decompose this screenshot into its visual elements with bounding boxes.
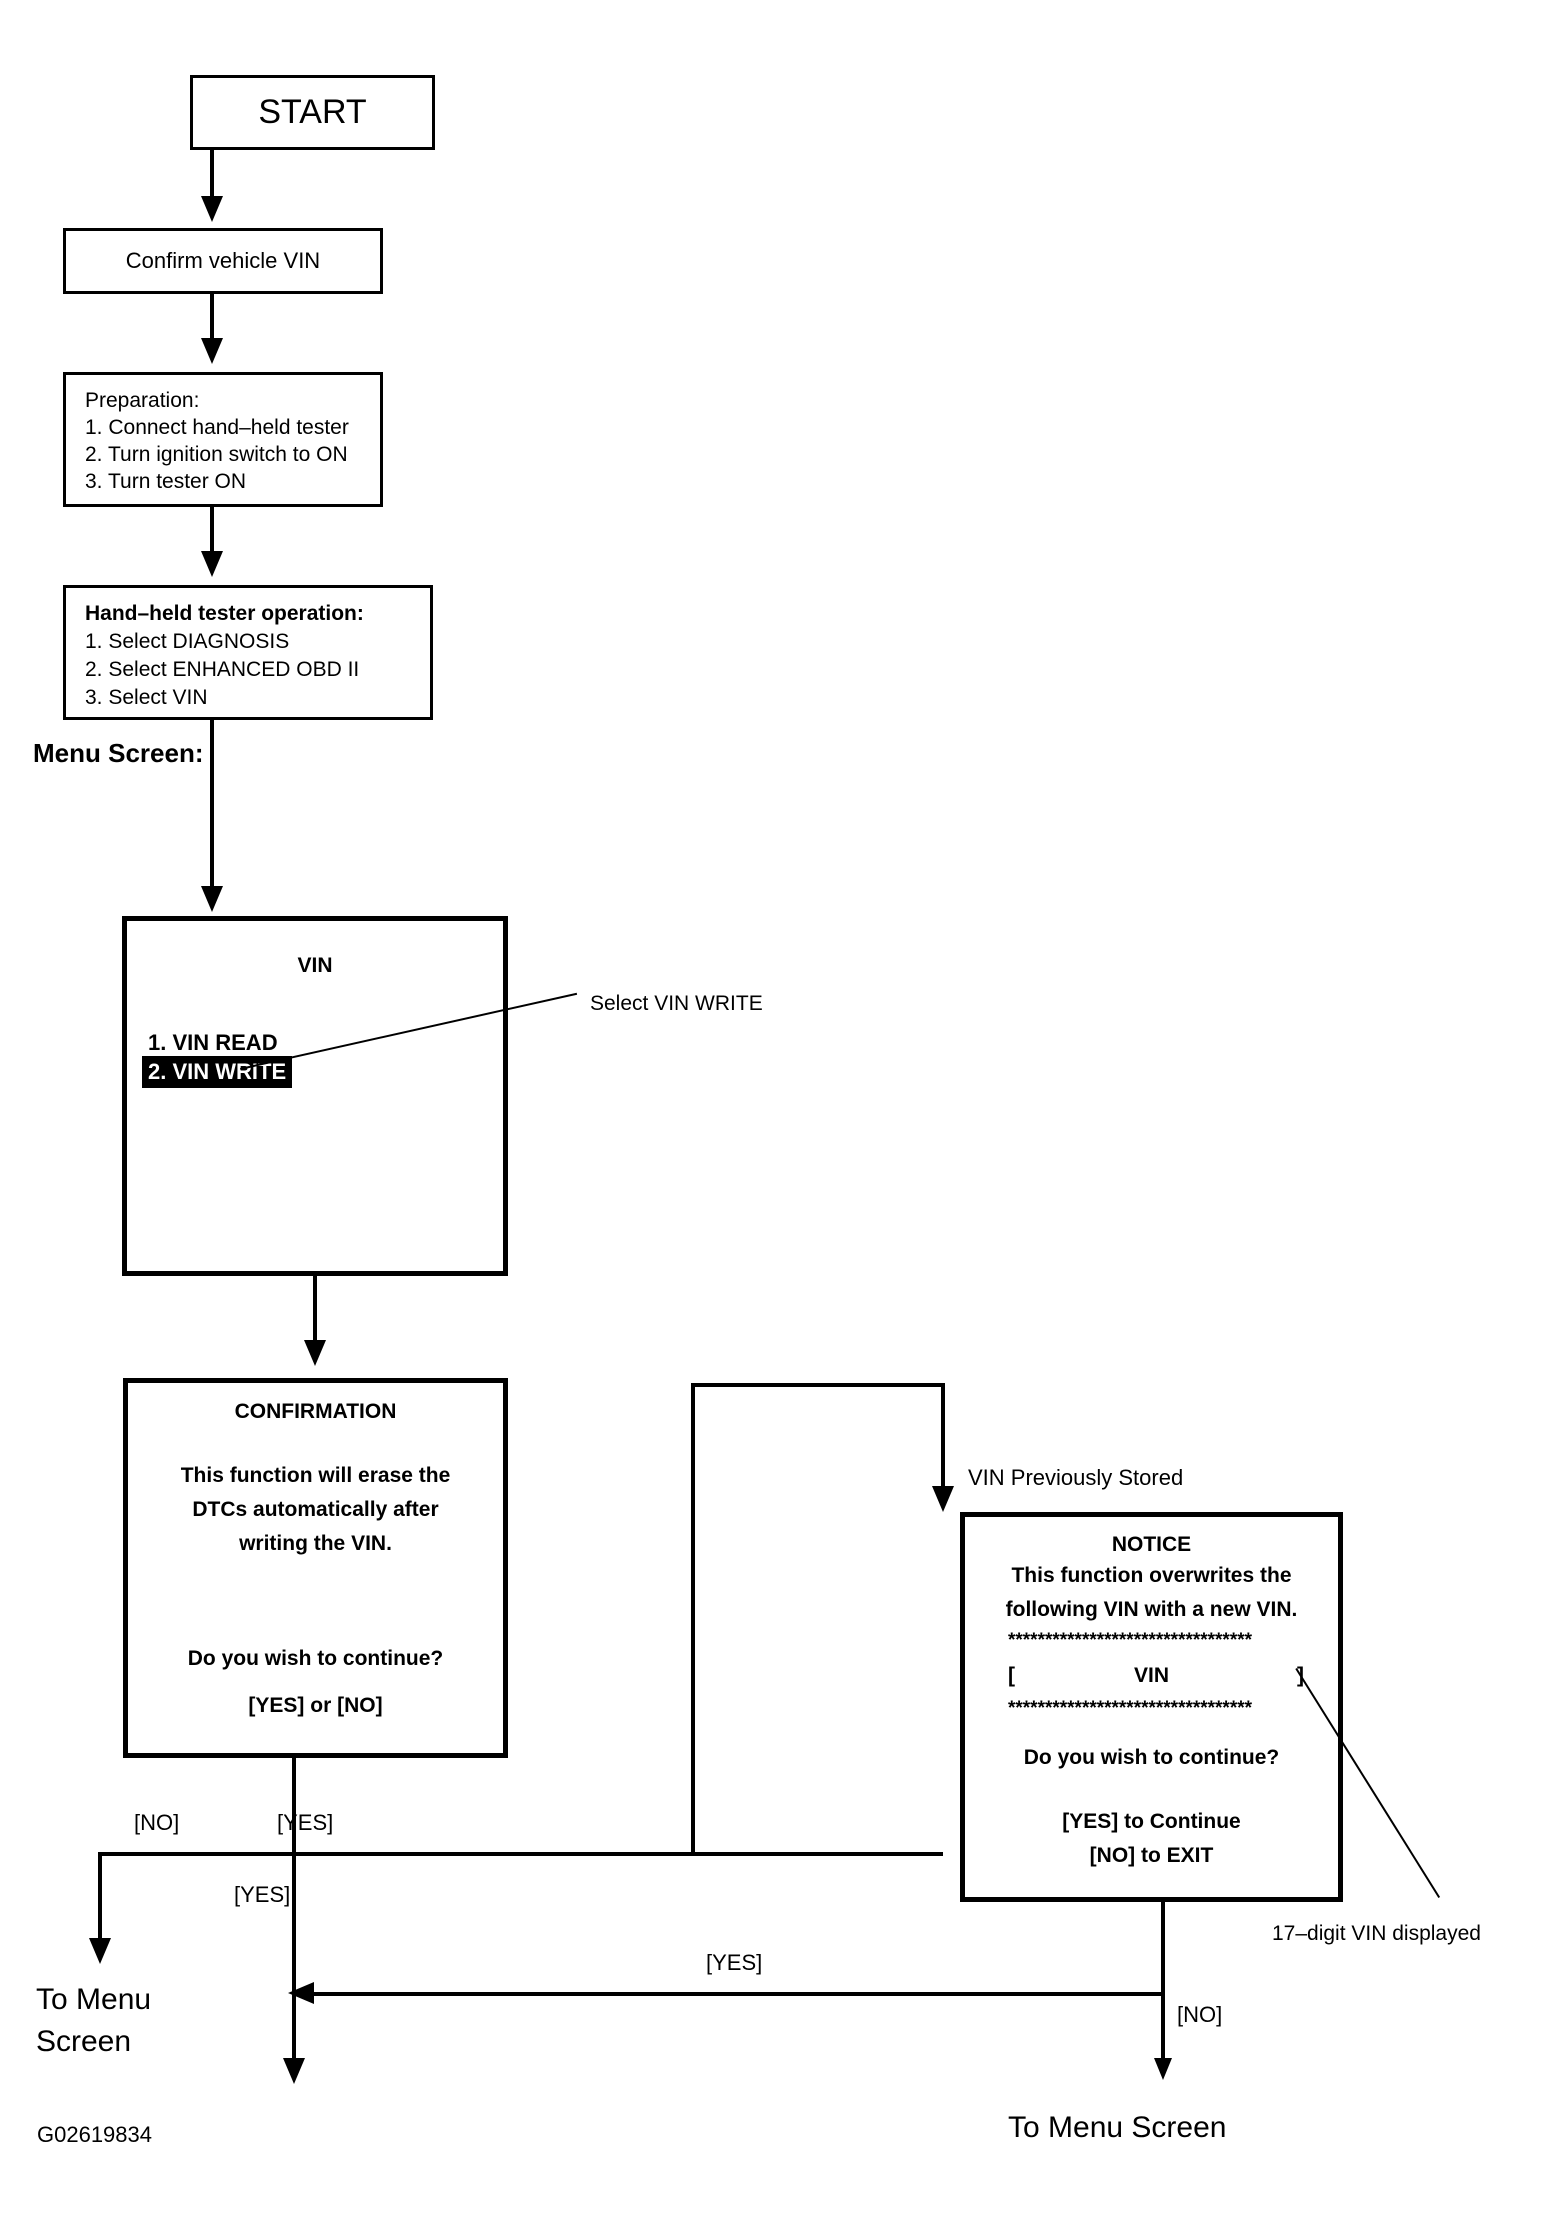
- confirmation-answer-hint: [YES] or [NO]: [248, 1694, 383, 1717]
- notice-option-1: [YES] to Continue: [1062, 1810, 1241, 1833]
- edge-preparation-to-tester: [210, 507, 214, 555]
- edge-yes-return-bar: [292, 1992, 1164, 1996]
- vin-menu-item-2[interactable]: 2. VIN WRITE: [142, 1056, 293, 1089]
- arrowhead-start-to-confirm: [201, 196, 223, 222]
- arrowhead-no-to-menu-screen: [89, 1938, 111, 1964]
- edge-label-yes-return: [YES]: [706, 1950, 763, 1975]
- notice-line-1: This function overwrites the: [1011, 1564, 1292, 1587]
- confirmation-line-2: DTCs automatically after: [192, 1498, 439, 1521]
- notice-line-2: following VIN with a new VIN.: [1005, 1598, 1298, 1621]
- arrowhead-preparation-to-tester: [201, 551, 223, 577]
- figure-id: G02619834: [37, 2122, 152, 2147]
- node-notice-screen: [960, 1512, 1343, 1902]
- node-preparation-step-1: 1. Connect hand–held tester: [85, 416, 349, 439]
- edge-label-no-left: [NO]: [134, 1810, 180, 1835]
- terminal-to-menu-screen-right: To Menu Screen: [1008, 2111, 1227, 2144]
- node-start: [190, 75, 435, 150]
- edge-no-to-menu-screen: [98, 1852, 102, 1942]
- node-start-label: START: [258, 93, 367, 131]
- node-preparation-step-2: 2. Turn ignition switch to ON: [85, 443, 348, 466]
- edge-label-yes-right: [YES]: [277, 1810, 334, 1835]
- notice-title: NOTICE: [1111, 1533, 1192, 1556]
- node-preparation: [63, 372, 383, 507]
- arrowhead-yes-right-to-notice: [932, 1486, 954, 1512]
- arrowhead-no-exit: [1154, 2058, 1172, 2080]
- node-preparation-heading: Preparation:: [85, 389, 200, 412]
- edge-yes-right-riser: [691, 1383, 695, 1855]
- arrowhead-yes-down-final: [283, 2058, 305, 2084]
- notice-question: Do you wish to continue?: [1023, 1746, 1280, 1769]
- arrowhead-vin-menu-to-confirmation: [304, 1340, 326, 1366]
- confirmation-title: CONFIRMATION: [234, 1400, 397, 1423]
- edge-vin-menu-to-confirmation: [313, 1276, 317, 1344]
- edge-label-no-exit: [NO]: [1177, 2002, 1223, 2027]
- node-confirm-vin: [63, 228, 383, 294]
- edge-confirmation-stem: [292, 1758, 296, 1908]
- terminal-to-menu-screen-left-line2: Screen: [36, 2025, 132, 2058]
- node-vin-menu-screen: [122, 916, 508, 1276]
- node-confirm-vin-label: Confirm vehicle VIN: [125, 248, 321, 273]
- arrowhead-confirm-to-preparation: [201, 338, 223, 364]
- edge-notice-stem: [1161, 1902, 1165, 2062]
- edge-yes-right-top-bar: [691, 1383, 945, 1387]
- edge-yes-down-stem: [292, 1852, 296, 2062]
- notice-separator-top: *********************************: [1008, 1630, 1253, 1651]
- notice-vin-field-label: VIN: [1133, 1664, 1169, 1687]
- node-tester-operation: [63, 585, 433, 720]
- edge-tester-to-vin-menu: [210, 720, 214, 890]
- arrowhead-tester-to-vin-menu: [201, 886, 223, 912]
- confirmation-question: Do you wish to continue?: [187, 1647, 444, 1670]
- annotation-select-vin-write: Select VIN WRITE: [590, 992, 763, 1015]
- edge-start-to-confirm: [210, 150, 214, 200]
- confirmation-line-3: writing the VIN.: [239, 1532, 392, 1555]
- node-tester-operation-step-1: 1. Select DIAGNOSIS: [85, 630, 290, 653]
- edge-confirmation-branch-bar: [98, 1852, 943, 1856]
- node-preparation-step-3: 3. Turn tester ON: [85, 470, 247, 493]
- annotation-vin-digits: 17–digit VIN displayed: [1272, 1922, 1481, 1945]
- arrowhead-yes-return: [288, 1982, 314, 2004]
- vin-menu-title: VIN: [297, 954, 333, 977]
- terminal-to-menu-screen-left-line1: To Menu: [36, 1983, 152, 2016]
- edge-confirm-to-preparation: [210, 294, 214, 342]
- notice-vin-field-bracket-left: [: [1008, 1664, 1015, 1687]
- node-tester-operation-heading: Hand–held tester operation:: [85, 602, 364, 625]
- node-confirmation-screen: [123, 1378, 508, 1758]
- edge-yes-right-drop-to-notice: [941, 1383, 945, 1493]
- vin-menu-item-1[interactable]: 1. VIN READ: [148, 1030, 278, 1055]
- node-tester-operation-step-3: 3. Select VIN: [85, 686, 208, 709]
- vin-menu-item-2-highlight: 2. VIN WRITE: [142, 1056, 293, 1089]
- notice-option-2: [NO] to EXIT: [1089, 1844, 1214, 1867]
- notice-separator-bottom: *********************************: [1008, 1698, 1253, 1719]
- menu-screen-label: Menu Screen:: [33, 738, 204, 768]
- node-tester-operation-step-2: 2. Select ENHANCED OBD II: [85, 658, 360, 681]
- confirmation-line-1: This function will erase the: [180, 1464, 451, 1487]
- annotation-vin-previously-stored: VIN Previously Stored: [968, 1465, 1184, 1490]
- edge-label-yes-down: [YES]: [234, 1882, 291, 1907]
